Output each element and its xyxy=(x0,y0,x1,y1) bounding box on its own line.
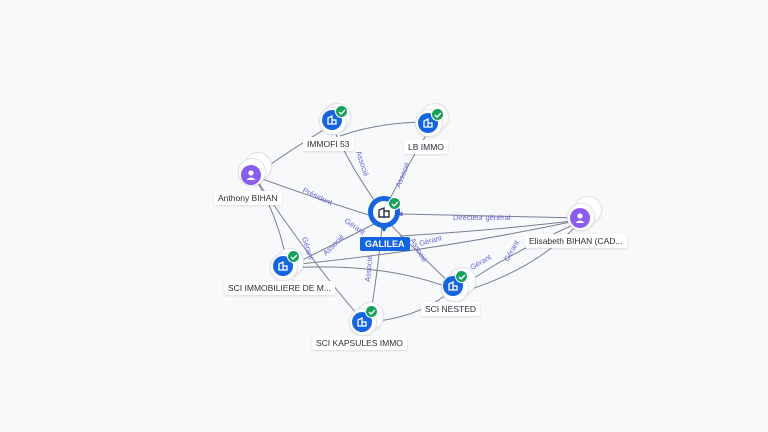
building-icon xyxy=(357,316,367,327)
building-icon xyxy=(278,260,288,271)
verified-check-icon xyxy=(455,270,468,283)
edge-label: Associé xyxy=(363,255,374,282)
node-disc xyxy=(352,312,372,332)
node-label: Elisabeth BIHAN (CAD... xyxy=(525,234,627,248)
edge-elisabeth-galilea-b xyxy=(399,219,581,237)
edge-label: Associé xyxy=(394,161,412,189)
node-disc xyxy=(570,208,590,228)
verified-check-icon xyxy=(388,197,401,210)
verified-check-icon xyxy=(287,250,300,263)
edge-elisabeth-scinested-b xyxy=(461,223,579,293)
edge-anthony-galilea xyxy=(253,175,375,218)
edge-elisabeth-sciimmo xyxy=(299,219,581,265)
building-icon xyxy=(378,206,390,218)
verified-check-icon xyxy=(431,108,444,121)
node-label: SCI KAPSULES IMMO xyxy=(312,336,407,350)
edge-label: Gérant xyxy=(343,216,368,237)
verified-check-icon xyxy=(365,305,378,318)
building-icon xyxy=(448,280,458,291)
node-label: SCI IMMOBILIERE DE M... xyxy=(224,281,335,295)
node-label: IMMOFI 53 xyxy=(303,137,354,151)
verified-check-icon xyxy=(335,105,348,118)
edge-label: Associé xyxy=(321,232,346,257)
building-icon xyxy=(327,114,337,125)
building-icon xyxy=(423,117,433,128)
user-icon xyxy=(246,170,256,180)
edge-label: Gérant xyxy=(469,252,494,272)
node-label: Anthony BIHAN xyxy=(214,191,282,205)
user-icon xyxy=(575,213,585,223)
edge-sciimmo-scinested xyxy=(289,266,451,289)
edge-elisabeth-galilea xyxy=(397,211,581,219)
node-label: LB IMMO xyxy=(404,140,448,154)
node-disc xyxy=(241,165,261,185)
center-node-label: GALILEA xyxy=(360,237,410,251)
edge-label: Gérant xyxy=(502,238,522,263)
node-label: SCI NESTED xyxy=(421,302,481,316)
edge-label: Président xyxy=(301,186,334,208)
pin-marker xyxy=(368,196,400,228)
edge-label: Directeur général xyxy=(453,213,511,222)
